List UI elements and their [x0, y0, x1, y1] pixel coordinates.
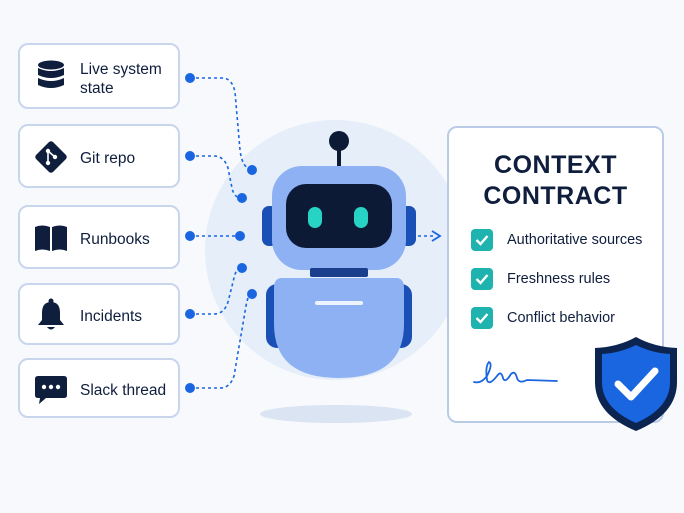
connector-dot [247, 165, 257, 175]
source-label-line1: Live system [80, 61, 162, 78]
rule-label: Freshness rules [507, 271, 611, 287]
rule-label: Conflict behavior [507, 310, 615, 326]
connector-dot [235, 231, 245, 241]
connector-dot [185, 231, 195, 241]
source-label-incidents: Incidents [80, 308, 143, 325]
source-card-live-system: Live system state [18, 43, 180, 109]
source-card-git-repo: Git repo [18, 124, 180, 188]
connector-dot [185, 383, 195, 393]
source-label-live-system: Live system state [80, 60, 172, 98]
robot-face-screen [286, 184, 392, 248]
source-card-runbooks: Runbooks [18, 205, 180, 269]
signature-icon [473, 360, 558, 384]
robot-left-eye [308, 207, 322, 228]
checkbox-checked-icon [471, 268, 493, 290]
rule-label: Authoritative sources [507, 232, 643, 248]
source-label-git-repo: Git repo [80, 150, 136, 167]
chat-icon [34, 373, 68, 407]
contract-rule: Authoritative sources [471, 229, 642, 251]
source-label-runbooks: Runbooks [80, 231, 150, 248]
source-label-line2: state [80, 80, 114, 97]
bell-icon [34, 298, 68, 332]
connector-dot [185, 309, 195, 319]
checkbox-checked-icon [471, 307, 493, 329]
contract-title-line2: CONTRACT [483, 182, 628, 210]
robot-antenna-ball [329, 131, 349, 151]
source-card-incidents: Incidents [18, 283, 180, 345]
checkbox-checked-icon [471, 229, 493, 251]
robot-chest-line [315, 301, 363, 305]
connector-dot [237, 193, 247, 203]
shield-check-icon [595, 337, 677, 431]
robot-torso [274, 278, 404, 378]
robot-neck [310, 268, 368, 277]
database-icon [34, 60, 68, 94]
git-icon [34, 140, 68, 174]
robot-right-eye [354, 207, 368, 228]
contract-title: CONTEXT CONTRACT [449, 150, 662, 212]
connector-dot [185, 151, 195, 161]
robot-shadow [260, 405, 412, 423]
connector-live-system [190, 77, 253, 171]
connector-dot [247, 289, 257, 299]
connector-dot [237, 263, 247, 273]
connector-dot [185, 73, 195, 83]
robot-illustration [262, 131, 416, 378]
contract-rule: Freshness rules [471, 268, 610, 290]
arrow-head-icon [431, 230, 442, 242]
source-label-slack: Slack thread [80, 382, 167, 399]
book-icon [34, 221, 68, 255]
contract-title-line1: CONTEXT [494, 151, 617, 179]
contract-rule: Conflict behavior [471, 307, 615, 329]
source-card-slack: Slack thread [18, 358, 180, 418]
